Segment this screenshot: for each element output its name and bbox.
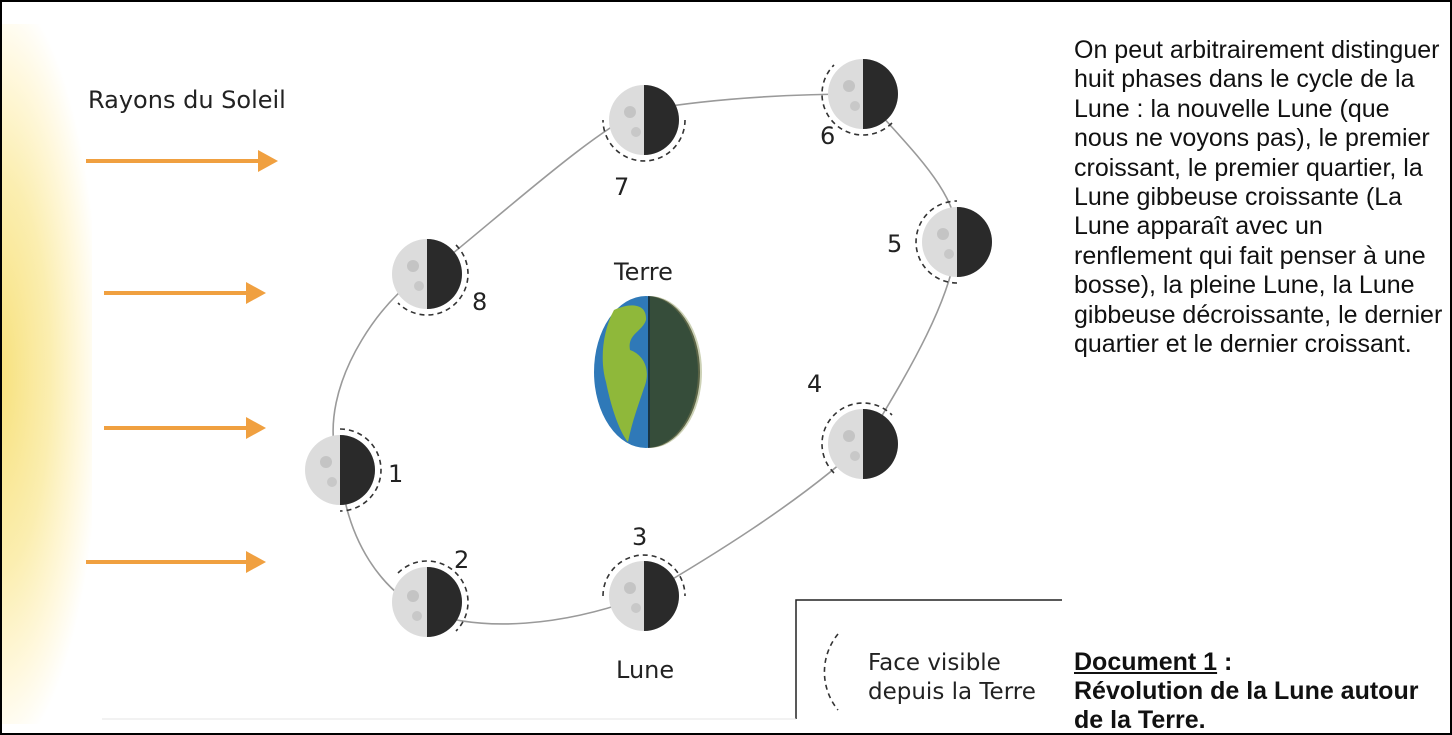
sun-ray-arrowhead (246, 551, 266, 573)
moon-phase-1 (305, 428, 382, 512)
moon-phase-5 (915, 200, 992, 284)
sun-rays-label: Rayons du Soleil (88, 86, 286, 114)
moon-phase-7 (602, 85, 686, 162)
phase-number-5: 5 (887, 230, 902, 258)
legend-line-2: depuis la Terre (868, 679, 1036, 705)
phase-number-7: 7 (614, 173, 629, 201)
moon-phase-8 (392, 239, 469, 316)
document-caption: Document 1 : Révolution de la Lune autou… (1074, 648, 1446, 734)
sun-glow (2, 24, 92, 724)
description-text: On peut arbitrairement distinguer huit p… (1074, 36, 1443, 359)
moon-phase-3 (602, 554, 686, 631)
sun-ray-arrowhead (246, 282, 266, 304)
document-number: Document 1 (1074, 648, 1218, 676)
phase-number-4: 4 (807, 370, 822, 398)
moon-phase-4 (821, 402, 898, 479)
sun-ray-arrows (86, 150, 278, 573)
phase-number-6: 6 (820, 122, 835, 150)
document-title: Révolution de la Lune autour de la Terre… (1074, 677, 1419, 734)
sun-ray-arrowhead (246, 417, 266, 439)
legend-line-1: Face visible (868, 650, 1001, 676)
earth-label: Terre (613, 258, 673, 286)
moon-phase-6 (821, 59, 898, 136)
document-separator: : (1217, 648, 1233, 676)
moon-phases-diagram: Rayons du Soleil (86, 59, 1062, 720)
phase-number-3: 3 (632, 523, 647, 551)
phase-number-1: 1 (388, 460, 403, 488)
legend: Face visible depuis la Terre (102, 599, 1062, 720)
moon-phase-2 (392, 560, 469, 637)
sun-ray-arrowhead (258, 150, 278, 172)
phase-number-2: 2 (454, 546, 469, 574)
earth (594, 296, 702, 448)
moon-label: Lune (616, 656, 674, 684)
legend-dashed-arc-icon (823, 633, 839, 711)
phase-number-8: 8 (472, 288, 487, 316)
